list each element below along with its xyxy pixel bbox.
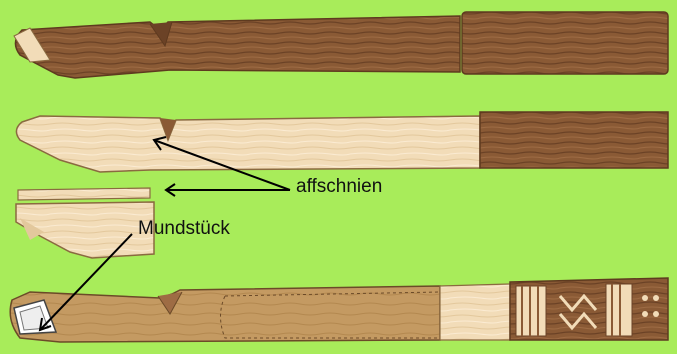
finished-whistle xyxy=(10,278,668,342)
peeled-with-notch xyxy=(16,112,668,172)
cut-pieces xyxy=(16,188,154,258)
arrow-to-cut-piece xyxy=(166,184,290,196)
raw-branch xyxy=(14,12,668,78)
label-mouthpiece: Mundstück xyxy=(138,218,230,240)
label-cut: affschnien xyxy=(296,176,382,198)
